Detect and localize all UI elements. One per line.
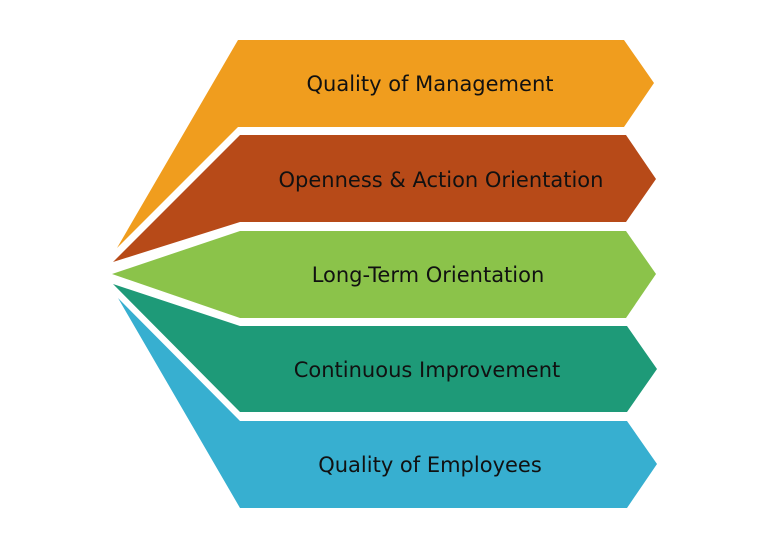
item-label: Quality of Employees: [318, 453, 542, 477]
arrow-shape: [118, 298, 657, 508]
item-label: Quality of Management: [307, 72, 554, 96]
arrow-shape: [113, 284, 657, 412]
item-label: Openness & Action Orientation: [279, 168, 604, 192]
arrow-shape: [112, 231, 656, 318]
arrow-item-openness-action-orientation: Openness & Action Orientation: [113, 135, 656, 262]
arrow-item-quality-of-employees: Quality of Employees: [118, 298, 657, 508]
arrow-item-continuous-improvement: Continuous Improvement: [113, 284, 657, 412]
arrow-shape: [117, 40, 654, 248]
item-label: Continuous Improvement: [294, 358, 561, 382]
arrow-item-long-term-orientation: Long-Term Orientation: [112, 231, 656, 318]
arrow-shape: [113, 135, 656, 262]
item-label: Long-Term Orientation: [312, 263, 545, 287]
arrow-item-quality-of-management: Quality of Management: [117, 40, 654, 248]
